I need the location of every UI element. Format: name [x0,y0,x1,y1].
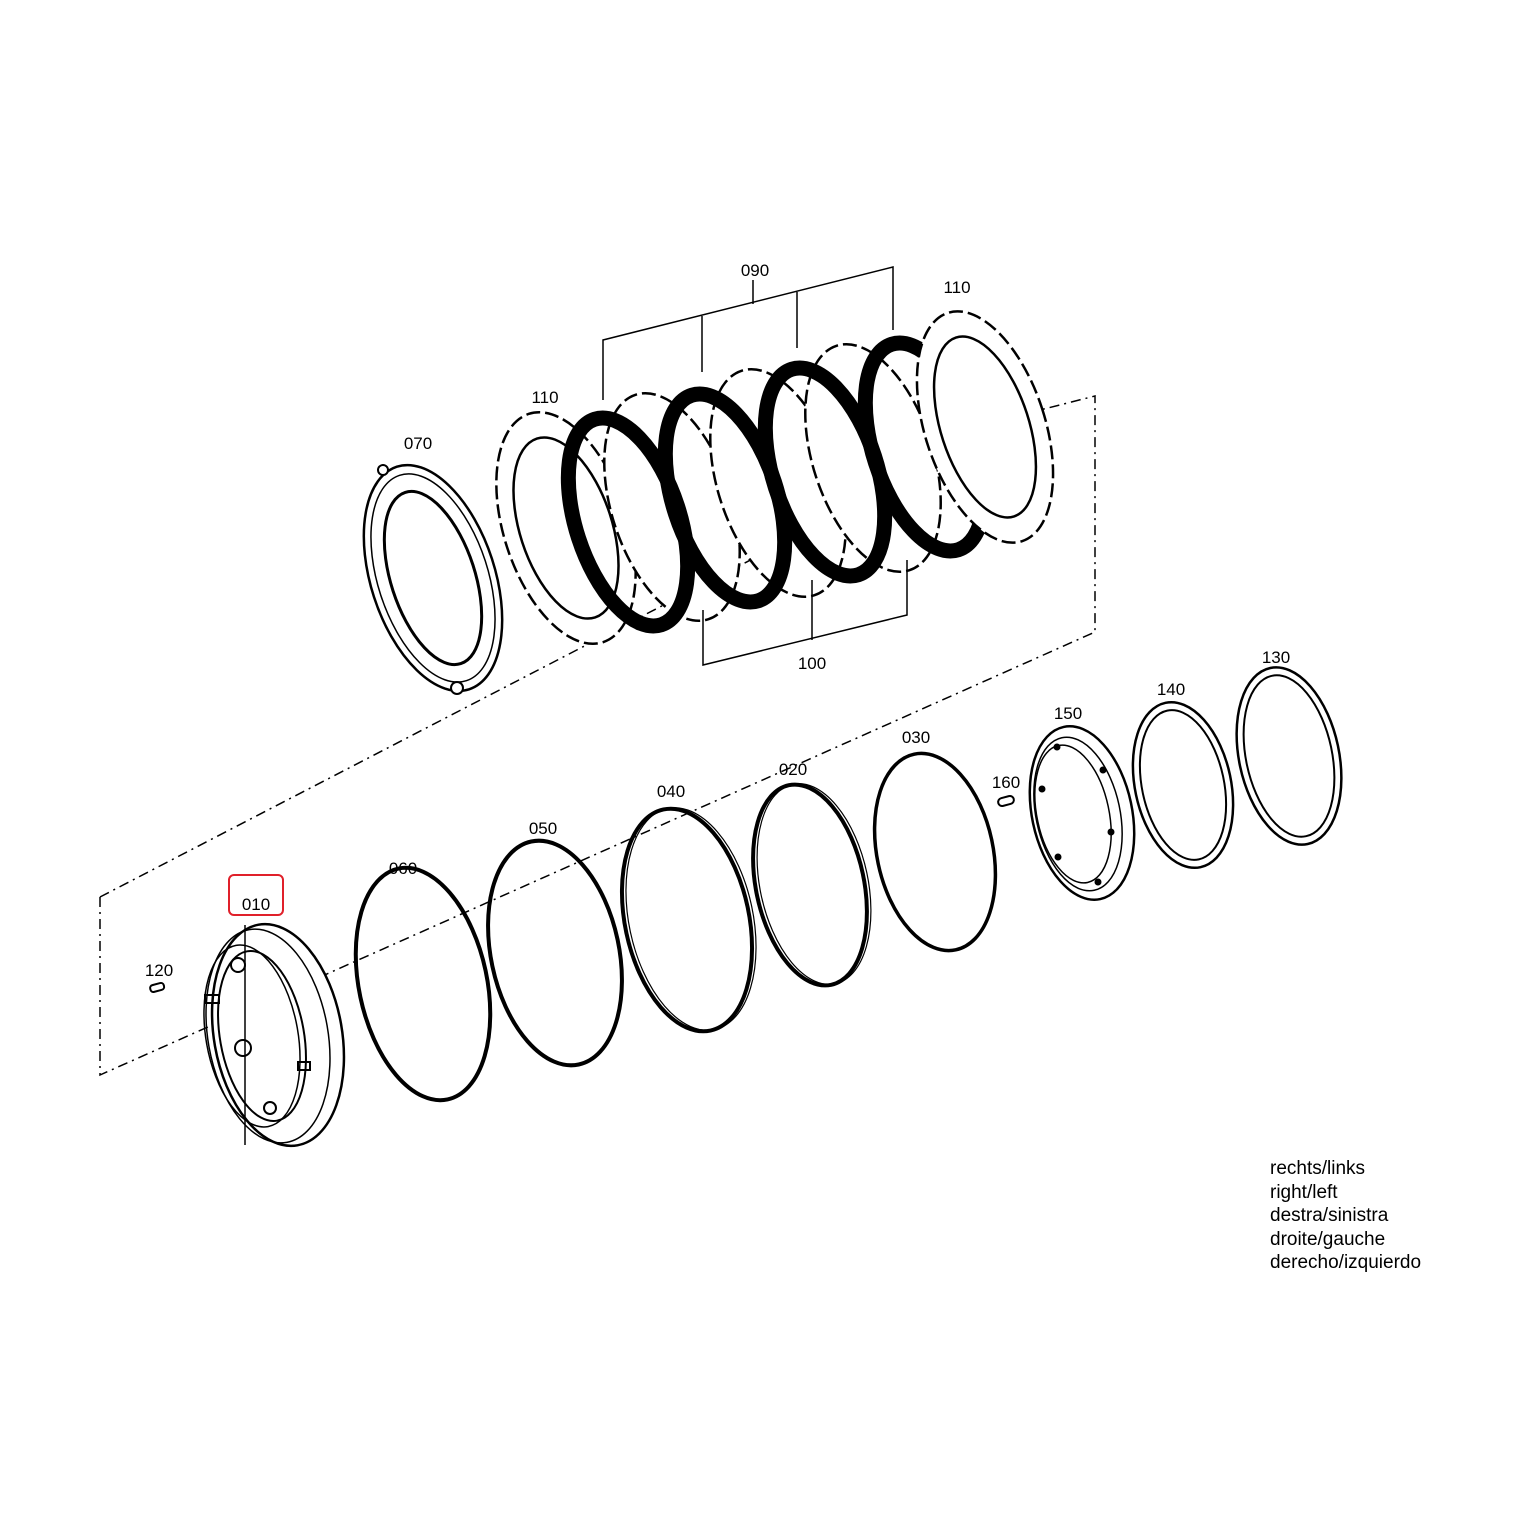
part-030-seal-ring[interactable] [857,742,1012,962]
part-120-pin[interactable] [149,981,166,994]
label-030[interactable]: 030 [902,728,930,747]
label-130[interactable]: 130 [1262,648,1290,667]
part-140-ring[interactable] [1119,693,1248,877]
side-legend: rechts/links right/left destra/sinistra … [1270,1157,1421,1275]
legend-line-english: right/left [1270,1181,1338,1203]
part-060-seal-ring[interactable] [336,855,510,1112]
part-020-ring[interactable] [736,773,888,996]
label-140[interactable]: 140 [1157,680,1185,699]
part-160-screw[interactable] [997,794,1015,808]
legend-line-german: rechts/links [1270,1158,1366,1179]
label-120[interactable]: 120 [145,961,173,980]
legend-line-italian: destra/sinistra [1270,1205,1389,1226]
label-040[interactable]: 040 [657,782,685,801]
label-110-right[interactable]: 110 [943,278,970,297]
part-110-outer-plate-right[interactable] [891,294,1079,559]
legend-line-spanish: derecho/izquierdo [1270,1252,1422,1273]
selected-part-highlight [228,874,284,916]
part-130-ring[interactable] [1221,658,1356,855]
label-100[interactable]: 100 [798,654,826,673]
part-070-end-plate[interactable] [338,448,528,709]
leader-lines-upper [602,266,908,666]
legend-line-french: droite/gauche [1270,1228,1386,1250]
label-160[interactable]: 160 [992,773,1020,792]
part-050-seal-ring[interactable] [469,828,642,1078]
label-110-left[interactable]: 110 [531,388,558,407]
part-040-ring[interactable] [603,796,775,1044]
label-150[interactable]: 150 [1054,704,1082,723]
part-number-labels: 090 110 110 070 100 130 140 150 160 030 … [145,261,1290,980]
label-020[interactable]: 020 [779,760,807,779]
label-010[interactable]: 010 [242,895,270,914]
part-010-piston-housing[interactable] [190,914,360,1157]
label-060[interactable]: 060 [389,859,417,878]
label-050[interactable]: 050 [529,819,557,838]
part-150-cover-plate[interactable] [1015,717,1149,910]
label-090[interactable]: 090 [741,261,769,280]
label-070[interactable]: 070 [404,434,432,453]
